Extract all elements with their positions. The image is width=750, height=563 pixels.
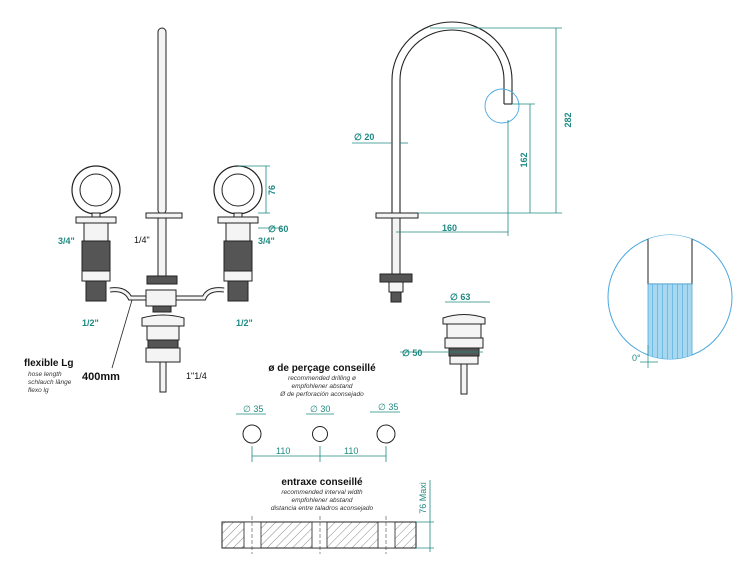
interval-translation-3: distancia entre taladros aconsejado — [271, 505, 374, 512]
detail-angle: 0° — [632, 353, 641, 363]
drilling-holes — [236, 411, 400, 462]
interval-title: entraxe conseillé — [281, 477, 363, 488]
interval-max: 76 Maxi — [418, 482, 428, 514]
hose-translation-2: schlauch länge — [28, 379, 72, 386]
spout-rosette — [145, 212, 183, 219]
inlet-right: 1/2" — [236, 318, 253, 328]
inlet-left: 1/2" — [82, 318, 99, 328]
hose-translation-1: hose length — [28, 371, 62, 378]
hose-length: 400mm — [82, 371, 120, 383]
spout-body — [157, 27, 167, 215]
spacing-right: 110 — [344, 446, 358, 456]
handle-height-dimension: 76 — [267, 185, 277, 195]
hose-title: flexible Lg — [24, 358, 73, 369]
outlet-height: 162 — [519, 152, 529, 167]
waste-cap — [141, 314, 185, 327]
spout-outer — [391, 21, 513, 213]
drilling-translation-1: recommended drilling ø — [288, 375, 356, 382]
hole-right-diameter: ∅ 35 — [378, 402, 398, 412]
waste-diameter: ∅ 50 — [402, 348, 422, 358]
interval-translation-2: empfohlener abstand — [291, 497, 352, 504]
rosette-diameter: ∅ 60 — [268, 224, 288, 234]
waste-tail — [159, 361, 167, 393]
spout-thread: 1/4" — [134, 235, 150, 245]
hole-left — [242, 424, 262, 444]
hose-translation-3: flexo lg — [28, 387, 49, 394]
right-handle-inner — [221, 173, 255, 207]
side-elevation — [352, 21, 562, 395]
hole-middle-diameter: ∅ 30 — [310, 404, 330, 414]
left-rosette — [75, 216, 117, 224]
hole-left-diameter: ∅ 35 — [243, 404, 263, 414]
left-handle-inner — [79, 173, 113, 207]
right-valve-body — [223, 240, 253, 272]
spout-shank — [157, 217, 167, 281]
aerator-stream — [647, 283, 693, 359]
hole-right — [376, 424, 396, 444]
spout-diameter: ∅ 20 — [354, 132, 374, 142]
outlet-detail — [607, 234, 733, 368]
spacing-left: 110 — [276, 446, 290, 456]
waste-top-diameter: ∅ 63 — [450, 292, 470, 302]
spout-inner — [399, 29, 505, 213]
drilling-translation-3: Ø de perforación aconsejado — [279, 391, 364, 398]
left-valve-body — [81, 240, 111, 272]
right-rosette — [217, 216, 259, 224]
mixer-tee — [145, 289, 177, 307]
drilling-translation-2: empfohlener abstand — [291, 383, 352, 390]
left-handle-thread: 3/4" — [58, 236, 75, 246]
interval-translation-1: recommended interval width — [281, 489, 363, 496]
front-elevation — [71, 27, 282, 393]
waste-size: 1"1/4 — [186, 371, 207, 381]
drilling-title: ø de perçage conseillé — [268, 363, 376, 374]
hole-middle — [312, 426, 328, 442]
detail-callout-circle — [484, 88, 520, 124]
countertop-section — [221, 480, 434, 554]
spout-nut — [146, 275, 178, 285]
spout-reach: 160 — [442, 223, 457, 233]
total-height: 282 — [563, 112, 573, 127]
right-handle-thread: 3/4" — [258, 236, 275, 246]
